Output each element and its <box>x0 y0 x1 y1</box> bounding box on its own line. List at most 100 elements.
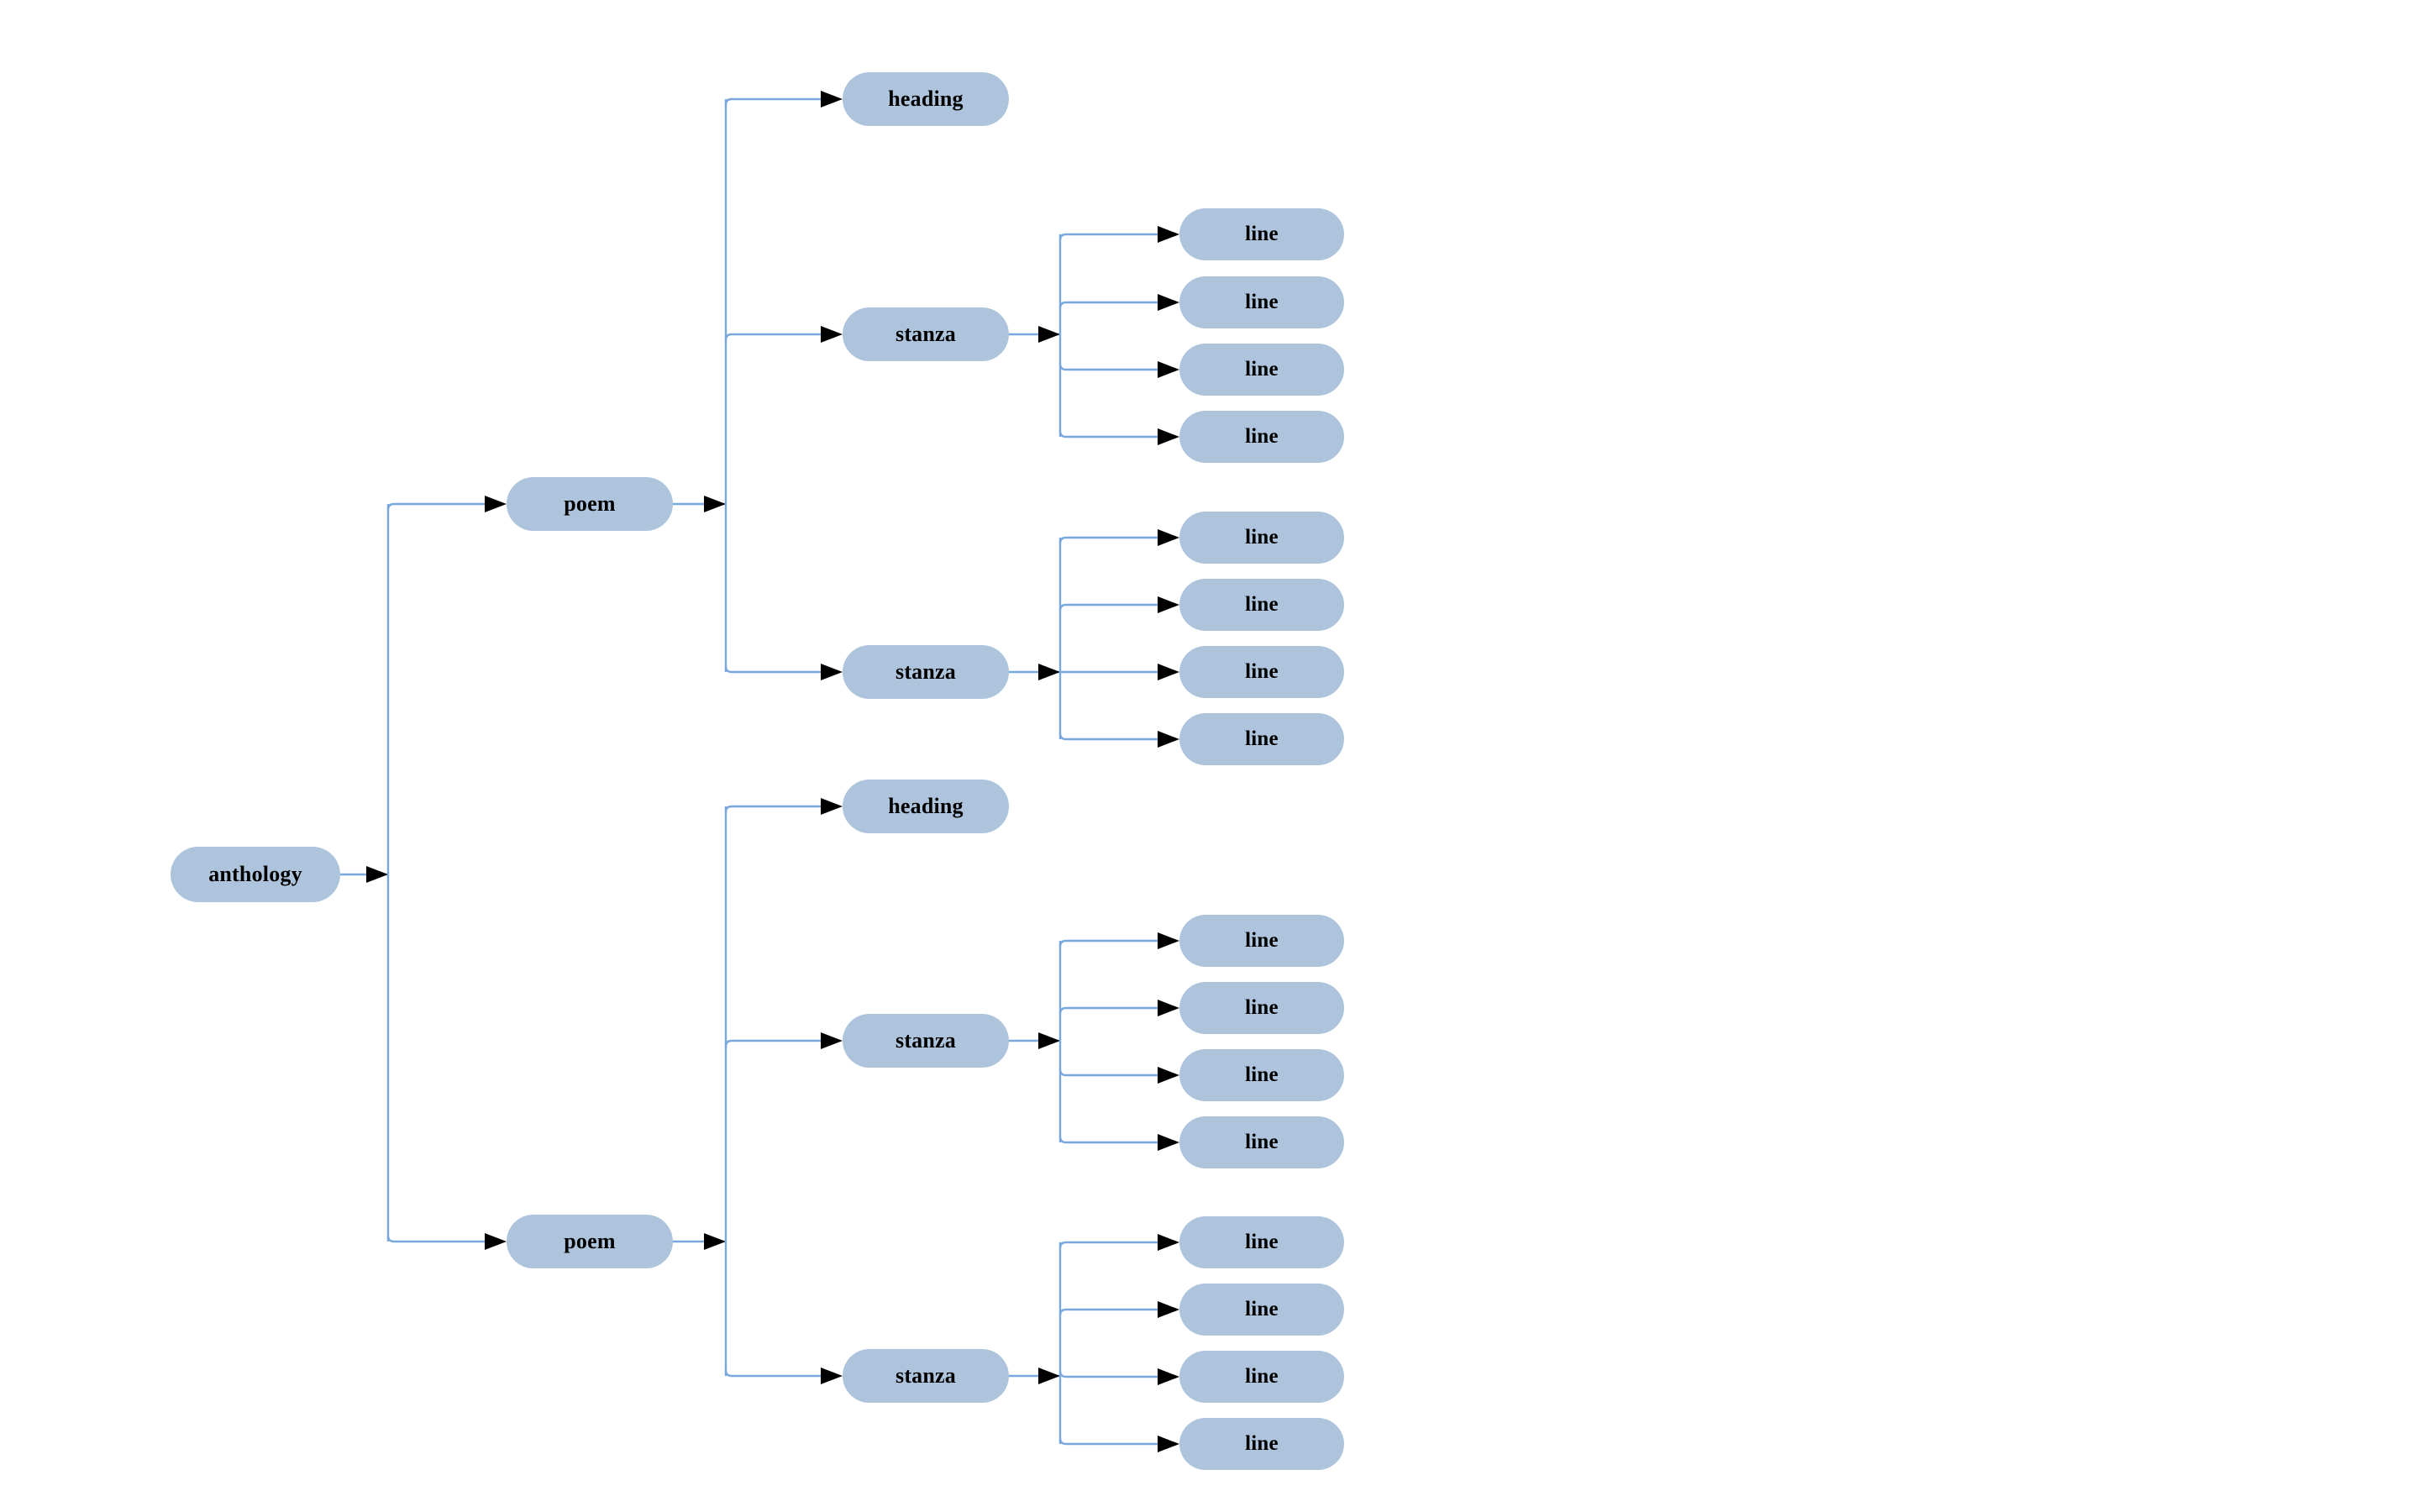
arrowhead-icon <box>1038 1032 1060 1049</box>
node-line[interactable]: line <box>1179 1049 1344 1101</box>
node-line[interactable]: line <box>1179 1284 1344 1336</box>
edge-branch <box>724 1039 821 1047</box>
edge-branch <box>386 502 485 511</box>
edge-branch <box>1058 1308 1158 1316</box>
node-line[interactable]: line <box>1179 1351 1344 1403</box>
node-label: line <box>1245 526 1279 549</box>
node-heading[interactable]: heading <box>843 780 1009 833</box>
edge-branch <box>1058 1370 1158 1378</box>
node-label: stanza <box>895 322 956 346</box>
edge-branch <box>1058 939 1158 948</box>
node-stanza[interactable]: stanza <box>843 645 1009 699</box>
arrowhead-icon <box>485 1233 507 1250</box>
node-label: line <box>1245 929 1279 952</box>
node-label: line <box>1245 996 1279 1019</box>
node-label: line <box>1245 727 1279 750</box>
edge-group-poem2 <box>673 798 843 1384</box>
arrowhead-icon <box>821 798 843 815</box>
node-label: line <box>1245 358 1279 381</box>
node-line[interactable]: line <box>1179 1418 1344 1470</box>
node-poem[interactable]: poem <box>507 1215 673 1268</box>
arrowhead-icon <box>1158 1134 1179 1151</box>
arrowhead-icon <box>1038 1368 1060 1384</box>
node-label: stanza <box>895 1363 956 1388</box>
node-line[interactable]: line <box>1179 344 1344 396</box>
arrowhead-icon <box>821 1368 843 1384</box>
node-label: line <box>1245 223 1279 245</box>
edge-branch <box>1058 430 1158 438</box>
node-label: anthology <box>208 862 302 886</box>
node-label: line <box>1245 425 1279 448</box>
arrowhead-icon <box>821 91 843 108</box>
node-label: line <box>1245 593 1279 616</box>
node-stanza[interactable]: stanza <box>843 1014 1009 1068</box>
edge-group-p1-stanza2 <box>1009 529 1179 748</box>
node-label: heading <box>888 87 964 111</box>
node-stanza[interactable]: stanza <box>843 1349 1009 1403</box>
edge-group-poem1 <box>673 91 843 680</box>
edge-group-p2-stanza1 <box>1009 932 1179 1151</box>
node-line[interactable]: line <box>1179 208 1344 260</box>
arrowhead-icon <box>1158 1234 1179 1251</box>
arrowhead-icon <box>704 496 726 512</box>
edge-branch <box>386 1235 485 1243</box>
node-line[interactable]: line <box>1179 512 1344 564</box>
edge-branch <box>1058 1241 1158 1249</box>
edge-group-p1-stanza1 <box>1009 226 1179 445</box>
edge-branch <box>1058 1068 1158 1077</box>
edge-branch <box>1058 1437 1158 1446</box>
arrowhead-icon <box>1158 529 1179 546</box>
arrowhead-icon <box>821 1032 843 1049</box>
arrowhead-icon <box>1158 664 1179 680</box>
node-heading[interactable]: heading <box>843 72 1009 126</box>
edge-branch <box>1058 301 1158 309</box>
edge-branch <box>1058 732 1158 741</box>
edge-branch <box>1058 536 1158 544</box>
arrowhead-icon <box>1158 428 1179 445</box>
node-poem[interactable]: poem <box>507 477 673 531</box>
node-line[interactable]: line <box>1179 713 1344 765</box>
node-anthology[interactable]: anthology <box>171 847 340 902</box>
node-label: line <box>1245 660 1279 683</box>
node-label: stanza <box>895 1028 956 1053</box>
node-label: line <box>1245 1365 1279 1388</box>
edge-branch <box>724 97 821 106</box>
node-line[interactable]: line <box>1179 1216 1344 1268</box>
edge-group-anthology <box>340 496 507 1250</box>
node-line[interactable]: line <box>1179 579 1344 631</box>
arrowhead-icon <box>1158 1000 1179 1016</box>
arrowhead-icon <box>1158 294 1179 311</box>
arrowhead-icon <box>821 664 843 680</box>
edge-branch <box>1058 1136 1158 1144</box>
arrowhead-icon <box>821 326 843 343</box>
edge-branch <box>724 333 821 341</box>
node-line[interactable]: line <box>1179 1116 1344 1168</box>
edge-branch <box>1058 603 1158 612</box>
node-label: line <box>1245 1298 1279 1320</box>
node-label: line <box>1245 291 1279 313</box>
edge-branch <box>724 805 821 813</box>
node-line[interactable]: line <box>1179 646 1344 698</box>
arrowhead-icon <box>704 1233 726 1250</box>
arrowhead-icon <box>1158 361 1179 378</box>
arrowhead-icon <box>1038 664 1060 680</box>
node-label: poem <box>564 1229 616 1253</box>
node-label: stanza <box>895 659 956 684</box>
node-label: line <box>1245 1063 1279 1086</box>
edge-branch <box>1058 233 1158 241</box>
node-line[interactable]: line <box>1179 411 1344 463</box>
arrowhead-icon <box>1158 1301 1179 1318</box>
edge-group-p2-stanza2 <box>1009 1234 1179 1452</box>
arrowhead-icon <box>1158 731 1179 748</box>
arrowhead-icon <box>1158 1368 1179 1385</box>
node-line[interactable]: line <box>1179 982 1344 1034</box>
arrowhead-icon <box>1158 1436 1179 1452</box>
node-label: poem <box>564 491 616 516</box>
arrowhead-icon <box>1158 226 1179 243</box>
arrowhead-icon <box>1158 1067 1179 1084</box>
node-line[interactable]: line <box>1179 276 1344 328</box>
node-stanza[interactable]: stanza <box>843 307 1009 361</box>
node-line[interactable]: line <box>1179 915 1344 967</box>
